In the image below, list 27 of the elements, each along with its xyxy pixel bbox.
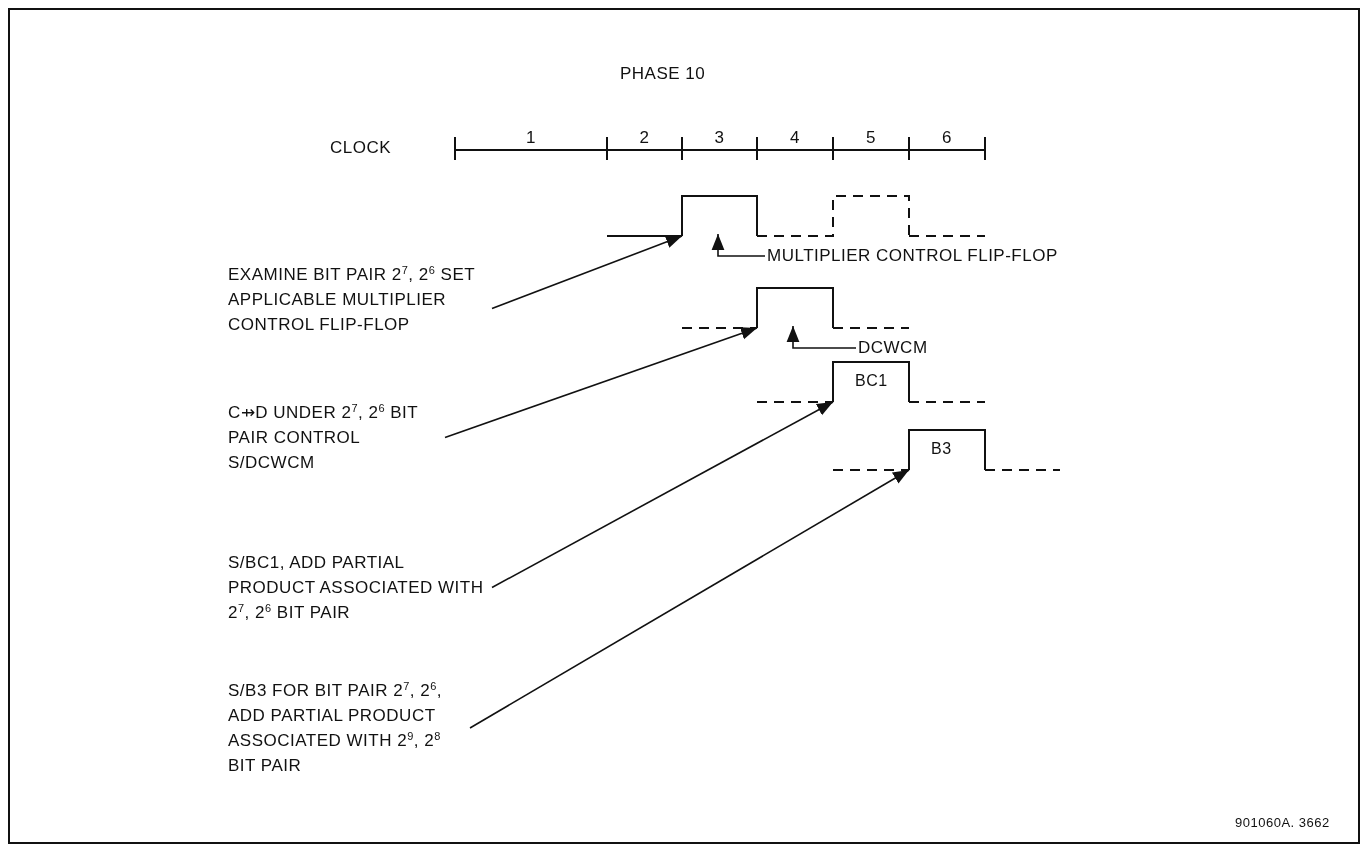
pulse-waveform bbox=[833, 430, 1060, 470]
arrow bbox=[491, 235, 683, 310]
annotation-text: C⇸D UNDER 2$^{7}$, 2$^{6}$ BIT PAIR CONTROL S/DCWCM bbox=[228, 400, 443, 475]
arrow bbox=[444, 327, 758, 439]
pulse-waveform bbox=[757, 362, 985, 402]
diagram-title: PHASE 10 bbox=[620, 64, 706, 84]
leader-arrow bbox=[711, 233, 766, 257]
pulse-label: BC1 bbox=[855, 372, 888, 390]
signal-name: DCWCM bbox=[858, 338, 928, 358]
figure-number: 901060A. 3662 bbox=[1235, 815, 1330, 830]
clock-interval-number: 3 bbox=[714, 128, 725, 148]
pulse-waveform bbox=[682, 288, 909, 328]
pulse-waveform bbox=[607, 196, 985, 236]
signal-name: CLOCK bbox=[330, 138, 392, 158]
leader-arrow bbox=[786, 325, 857, 349]
signal-name: MULTIPLIER CONTROL FLIP-FLOP bbox=[767, 246, 1058, 266]
annotation-text: EXAMINE BIT PAIR 2$^{7}$, 2$^{6}$ SET APPLICABLE MULTIPLIER CONTROL FLIP-FLOP bbox=[228, 262, 490, 337]
arrow bbox=[491, 401, 834, 589]
arrow bbox=[469, 469, 910, 729]
clock-interval-number: 2 bbox=[639, 128, 650, 148]
annotation-text: S/B3 FOR BIT PAIR 2$^{7}$, 2$^{6}$, ADD PARTIAL PRODUCT ASSOCIATED WITH 2$^{9}$, 2$^{8}$ BIT PAIR bbox=[228, 678, 468, 778]
clock-interval-number: 5 bbox=[866, 128, 876, 148]
clock-interval-number: 4 bbox=[790, 128, 800, 148]
clock-interval-number: 1 bbox=[526, 128, 536, 148]
clock-interval-number: 6 bbox=[942, 128, 952, 148]
pulse-label: B3 bbox=[931, 440, 952, 458]
annotation-text: S/BC1, ADD PARTIAL PRODUCT ASSOCIATED WITH 2$^{7}$, 2$^{6}$ BIT PAIR bbox=[228, 550, 490, 625]
